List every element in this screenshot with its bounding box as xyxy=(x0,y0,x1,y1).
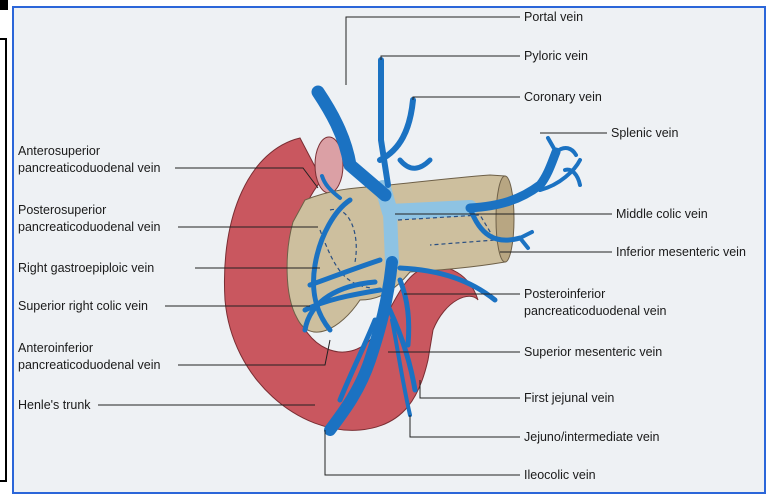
label-superior-mesenteric-vein: Superior mesenteric vein xyxy=(524,345,662,359)
label-anterosuperior-line1: Anterosuperior xyxy=(18,144,100,158)
label-henle-trunk: Henle's trunk xyxy=(18,398,91,412)
middle-colic-branch xyxy=(520,232,532,248)
coronary-branch xyxy=(400,160,430,168)
label-inferior-mesenteric-vein: Inferior mesenteric vein xyxy=(616,245,746,259)
label-superior-right-colic-vein: Superior right colic vein xyxy=(18,299,148,313)
label-anterosuperior-line2: pancreaticoduodenal vein xyxy=(18,161,161,175)
label-right-gastroepiploic-vein: Right gastroepiploic vein xyxy=(18,261,154,275)
label-posteroinferior-line2: pancreaticoduodenal vein xyxy=(524,304,667,318)
label-first-jejunal-vein: First jejunal vein xyxy=(524,391,614,405)
label-coronary-vein: Coronary vein xyxy=(524,90,602,104)
label-posteroinferior-line1: Posteroinferior xyxy=(524,287,605,301)
label-ileocolic-vein: Ileocolic vein xyxy=(524,468,596,482)
pyloric-vein xyxy=(381,60,388,185)
label-splenic-vein: Splenic vein xyxy=(611,126,678,140)
label-pyloric-vein: Pyloric vein xyxy=(524,49,588,63)
label-posterosuperior-line2: pancreaticoduodenal vein xyxy=(18,220,161,234)
label-jejuno-intermediate-vein: Jejuno/intermediate vein xyxy=(524,430,660,444)
label-portal-vein: Portal vein xyxy=(524,10,583,24)
label-anteroinferior-line1: Anteroinferior xyxy=(18,341,93,355)
label-anteroinferior-line2: pancreaticoduodenal vein xyxy=(18,358,161,372)
pancreas-tail-end xyxy=(496,176,514,262)
label-posterosuperior-line1: Posterosuperior xyxy=(18,203,106,217)
label-middle-colic-vein: Middle colic vein xyxy=(616,207,708,221)
